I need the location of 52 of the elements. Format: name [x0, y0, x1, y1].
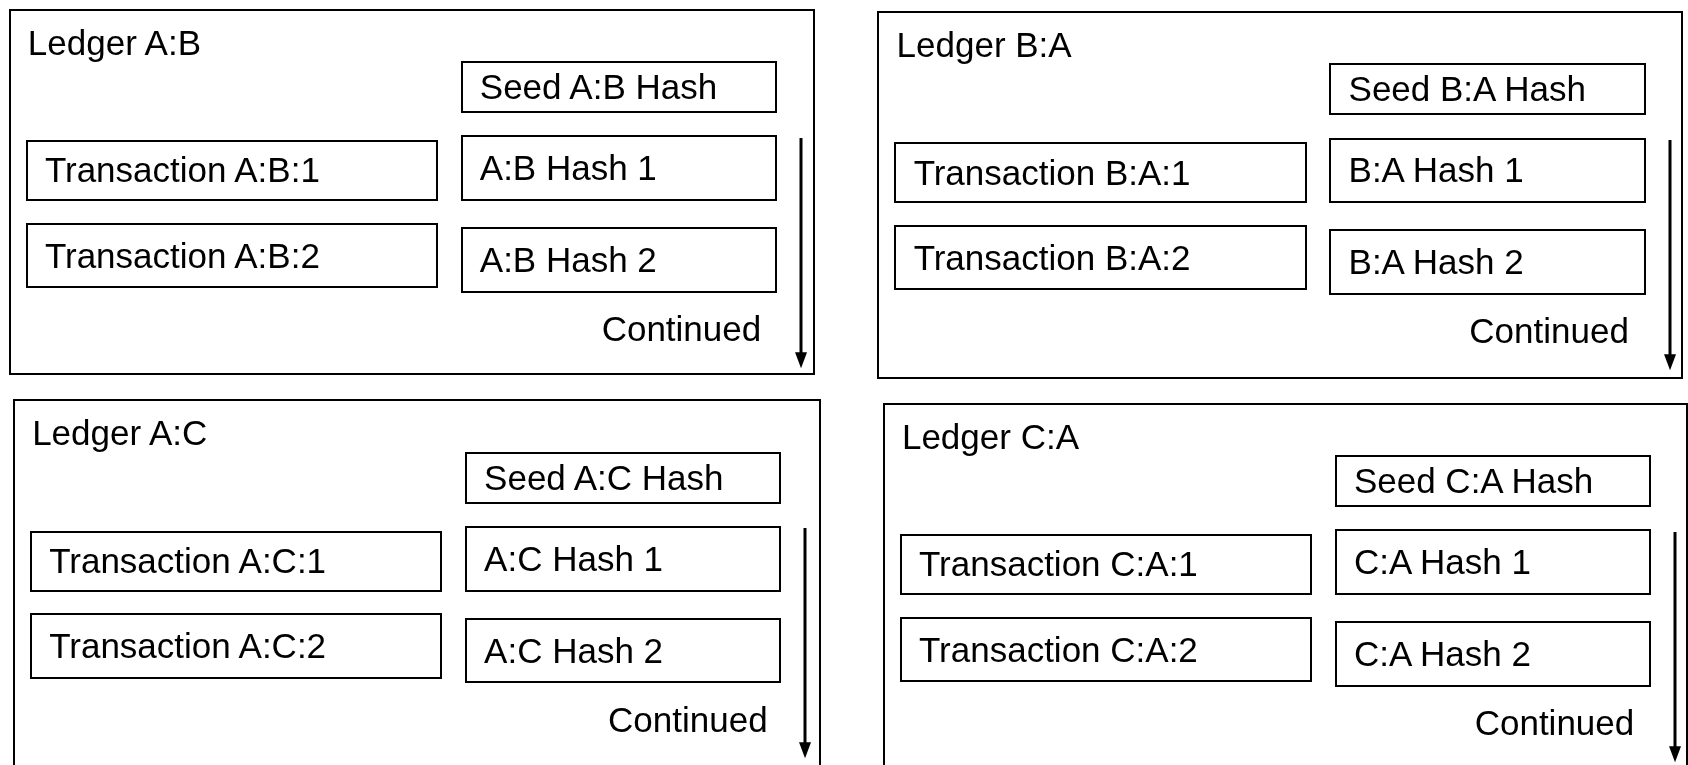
hash-box [464, 526, 782, 592]
ledger-panel [882, 402, 1688, 765]
transaction-box [29, 613, 443, 680]
box-text: B:A Hash 2 [1348, 241, 1524, 282]
hash-box [1329, 229, 1646, 295]
hash-box [1334, 621, 1652, 687]
ledger-title: Ledger B:A [896, 25, 1072, 65]
box-text: A:C Hash 2 [484, 630, 664, 671]
ledger-title: Ledger A:C [32, 414, 208, 453]
box-text: Transaction C:A:1 [919, 544, 1198, 585]
hash-box [1334, 529, 1652, 596]
box-text: Transaction B:A:1 [913, 152, 1191, 193]
box-text: Transaction A:C:2 [49, 626, 327, 667]
box-text: Transaction A:C:1 [49, 541, 327, 582]
box-text: Transaction A:B:1 [44, 150, 320, 191]
transaction-box [894, 141, 1307, 204]
hash-box [460, 135, 778, 202]
box-text: Seed B:A Hash [1348, 69, 1586, 110]
box-text: Transaction A:B:2 [44, 235, 320, 276]
continued-note: Continued [608, 700, 768, 740]
seed-hash-box [460, 61, 778, 113]
transaction-box [894, 224, 1307, 291]
hash-box [460, 227, 778, 293]
transaction-box [25, 222, 438, 289]
transaction-box [899, 533, 1313, 596]
seed-hash-box [464, 451, 782, 504]
box-text: A:C Hash 1 [484, 539, 664, 580]
box-text: Seed A:C Hash [484, 457, 724, 498]
box-text: Seed A:B Hash [479, 67, 718, 108]
ledger-title: Ledger A:B [27, 23, 202, 62]
ledger-panel [8, 8, 815, 375]
transaction-box [25, 139, 438, 202]
ledger-panel [12, 399, 822, 765]
ledger-title: Ledger C:A [901, 417, 1079, 456]
transaction-box [899, 616, 1313, 683]
hash-box [464, 617, 782, 684]
box-text: A:B Hash 1 [479, 148, 657, 189]
ledger-panel [877, 10, 1683, 379]
seed-hash-box [1329, 63, 1646, 115]
box-text: B:A Hash 1 [1348, 150, 1524, 191]
box-text: Seed C:A Hash [1353, 461, 1594, 502]
box-text: Transaction B:A:2 [913, 237, 1191, 278]
continued-note: Continued [601, 309, 762, 349]
box-text: C:A Hash 2 [1353, 633, 1531, 674]
box-text: C:A Hash 1 [1353, 542, 1531, 583]
box-text: A:B Hash 2 [479, 239, 657, 280]
seed-hash-box [1334, 455, 1652, 507]
box-text: Transaction C:A:2 [919, 629, 1198, 670]
hash-box [1329, 137, 1646, 204]
continued-note: Continued [1474, 703, 1635, 743]
transaction-box [29, 530, 443, 592]
continued-note: Continued [1469, 312, 1629, 351]
